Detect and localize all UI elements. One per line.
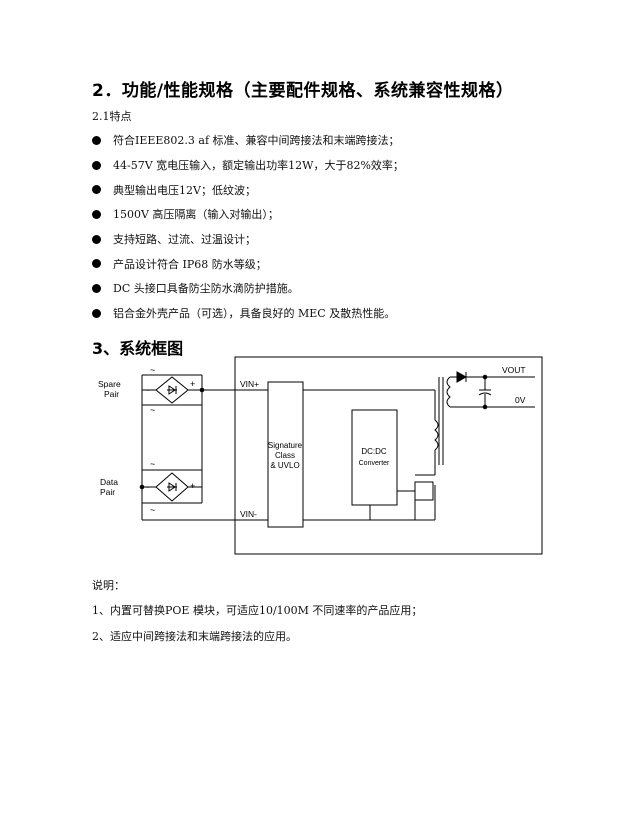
tilde-label: ~ bbox=[150, 405, 155, 415]
notes-title: 说明： bbox=[92, 579, 125, 592]
power-rails bbox=[139, 387, 436, 521]
spare-bridge-rectifier bbox=[141, 374, 203, 406]
dcdc-label: Converter bbox=[359, 460, 390, 467]
vin-plus-label: VIN+ bbox=[240, 379, 259, 389]
feature-text: 铝合金外壳产品（可选），具备良好的 MEC 及散热性能。 bbox=[113, 307, 396, 321]
feature-item: 支持短路、过流、过温设计； bbox=[92, 227, 404, 252]
note-item: 2、适应中间跨接法和末端跨接法的应用。 bbox=[92, 630, 297, 643]
feature-item: 1500V 高压隔离（输入对输出）； bbox=[92, 202, 404, 227]
zero-v-label: 0V bbox=[515, 395, 526, 405]
tilde-label: ~ bbox=[150, 459, 155, 469]
feature-text: 典型输出电压12V；低纹波； bbox=[113, 183, 256, 197]
bullet-icon bbox=[92, 209, 101, 219]
dc-dc-converter-block bbox=[351, 409, 398, 506]
data-bridge-rectifier bbox=[141, 469, 203, 504]
feature-item: 铝合金外壳产品（可选），具备良好的 MEC 及散热性能。 bbox=[92, 301, 404, 326]
feature-text: 产品设计符合 IP68 防水等级； bbox=[113, 257, 267, 271]
tilde-label: ~ bbox=[150, 505, 155, 515]
feature-text: 符合IEEE802.3 af 标准、兼容中间跨接法和末端跨接法； bbox=[113, 134, 400, 148]
section-2-1-subheading: 2.1特点 bbox=[92, 110, 132, 123]
feedback-opto-block bbox=[414, 481, 434, 501]
bullet-icon bbox=[92, 283, 101, 293]
bullet-icon bbox=[92, 234, 101, 244]
tilde-label: ~ bbox=[150, 365, 155, 375]
feature-list: 符合IEEE802.3 af 标准、兼容中间跨接法和末端跨接法； 44-57V … bbox=[92, 128, 404, 326]
bullet-icon bbox=[92, 308, 101, 318]
module-boundary bbox=[234, 356, 543, 555]
feature-item: 产品设计符合 IP68 防水等级； bbox=[92, 251, 404, 276]
data-pair-label: Pair bbox=[100, 487, 115, 497]
section-2-heading: 2．功能/性能规格（主要配件规格、系统兼容性规格） bbox=[92, 81, 514, 101]
signature-label: Signature bbox=[268, 441, 303, 450]
feature-text: 44-57V 宽电压输入，额定输出功率12W，大于82%效率； bbox=[113, 159, 404, 173]
signature-class-uvlo-block bbox=[267, 381, 304, 528]
feature-text: DC 头接口具备防尘防水滴防护措施。 bbox=[113, 282, 299, 296]
system-block-diagram: Spare Pair ~ ~ - + Data Pair ~ bbox=[98, 356, 543, 555]
plus-label: + bbox=[190, 481, 195, 491]
dcdc-label: DC:DC bbox=[361, 447, 387, 456]
section-3-heading: 3、系统框图 bbox=[92, 339, 184, 358]
vout-label: VOUT bbox=[502, 365, 526, 375]
bullet-icon bbox=[92, 185, 101, 195]
bullet-icon bbox=[92, 135, 101, 145]
output-rectifier-diode-icon bbox=[456, 371, 535, 383]
feature-text: 1500V 高压隔离（输入对输出）； bbox=[113, 208, 279, 222]
signature-label: Class bbox=[275, 451, 295, 460]
bullet-icon bbox=[92, 160, 101, 170]
vin-minus-label: VIN- bbox=[240, 509, 257, 519]
spare-pair-label: Pair bbox=[104, 389, 119, 399]
signature-label: & UVLO bbox=[270, 461, 299, 470]
plus-label: + bbox=[190, 379, 195, 389]
feature-item: 典型输出电压12V；低纹波； bbox=[92, 177, 404, 202]
spare-pair-label: Spare bbox=[98, 379, 121, 389]
bullet-icon bbox=[92, 259, 101, 269]
output-capacitor-icon bbox=[478, 374, 492, 410]
feature-item: 44-57V 宽电压输入，额定输出功率12W，大于82%效率； bbox=[92, 153, 404, 178]
note-item: 1、内置可替换POE 模块，可适应10/100M 不同速率的产品应用； bbox=[92, 604, 423, 617]
feature-text: 支持短路、过流、过温设计； bbox=[113, 233, 256, 247]
data-pair-label: Data bbox=[100, 477, 118, 487]
feature-item: 符合IEEE802.3 af 标准、兼容中间跨接法和末端跨接法； bbox=[92, 128, 404, 153]
feature-item: DC 头接口具备防尘防水滴防护措施。 bbox=[92, 276, 404, 301]
